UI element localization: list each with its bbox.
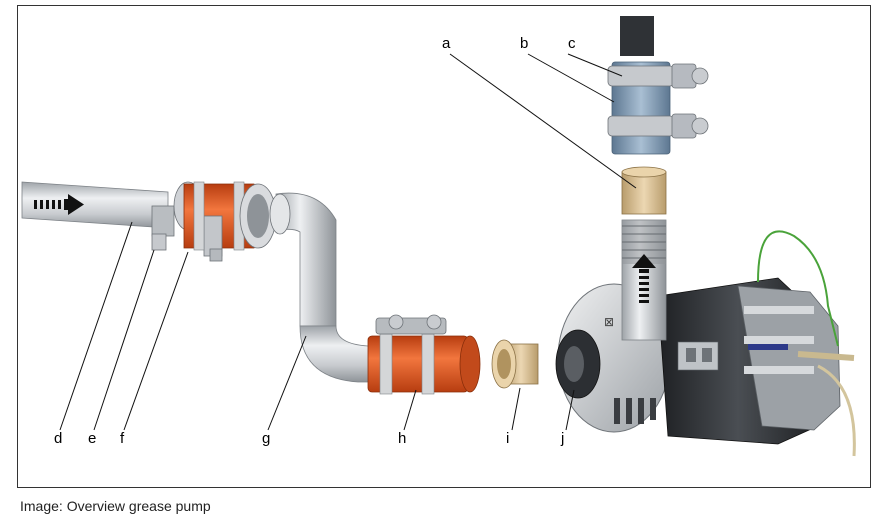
figure-caption: Image: Overview grease pump: [20, 498, 211, 514]
vent-slots: [614, 398, 656, 424]
callout-a: a: [442, 35, 451, 52]
pump-housing: ⊠: [555, 283, 671, 433]
clamp-c: [607, 63, 709, 139]
callout-b: b: [520, 35, 529, 52]
inlet-pipe: [21, 181, 169, 229]
figure-frame: ⊠: [17, 5, 871, 488]
orange-sleeve-f: [183, 181, 277, 262]
callout-f: f: [120, 430, 125, 447]
flow-arrow-icon: [34, 194, 84, 215]
flow-arrow-up-icon: [632, 254, 656, 303]
bushing-a: [621, 166, 667, 215]
motor-body: [657, 230, 856, 457]
bushing-i: [491, 339, 539, 389]
grease-pump-illustration: ⊠: [21, 16, 856, 457]
elbow-pipe-g: [269, 192, 391, 383]
callout-e: e: [88, 430, 97, 447]
callout-d: d: [54, 430, 63, 447]
callout-h: h: [398, 430, 407, 447]
outlet-pipe: [621, 219, 667, 341]
svg-text:⊠: ⊠: [604, 315, 614, 329]
callout-g: g: [262, 430, 271, 447]
callout-j: j: [561, 430, 565, 447]
leader-lines: [59, 53, 637, 431]
callout-c: c: [568, 35, 576, 52]
orange-sleeve-h: [367, 314, 481, 395]
callout-i: i: [506, 430, 510, 447]
